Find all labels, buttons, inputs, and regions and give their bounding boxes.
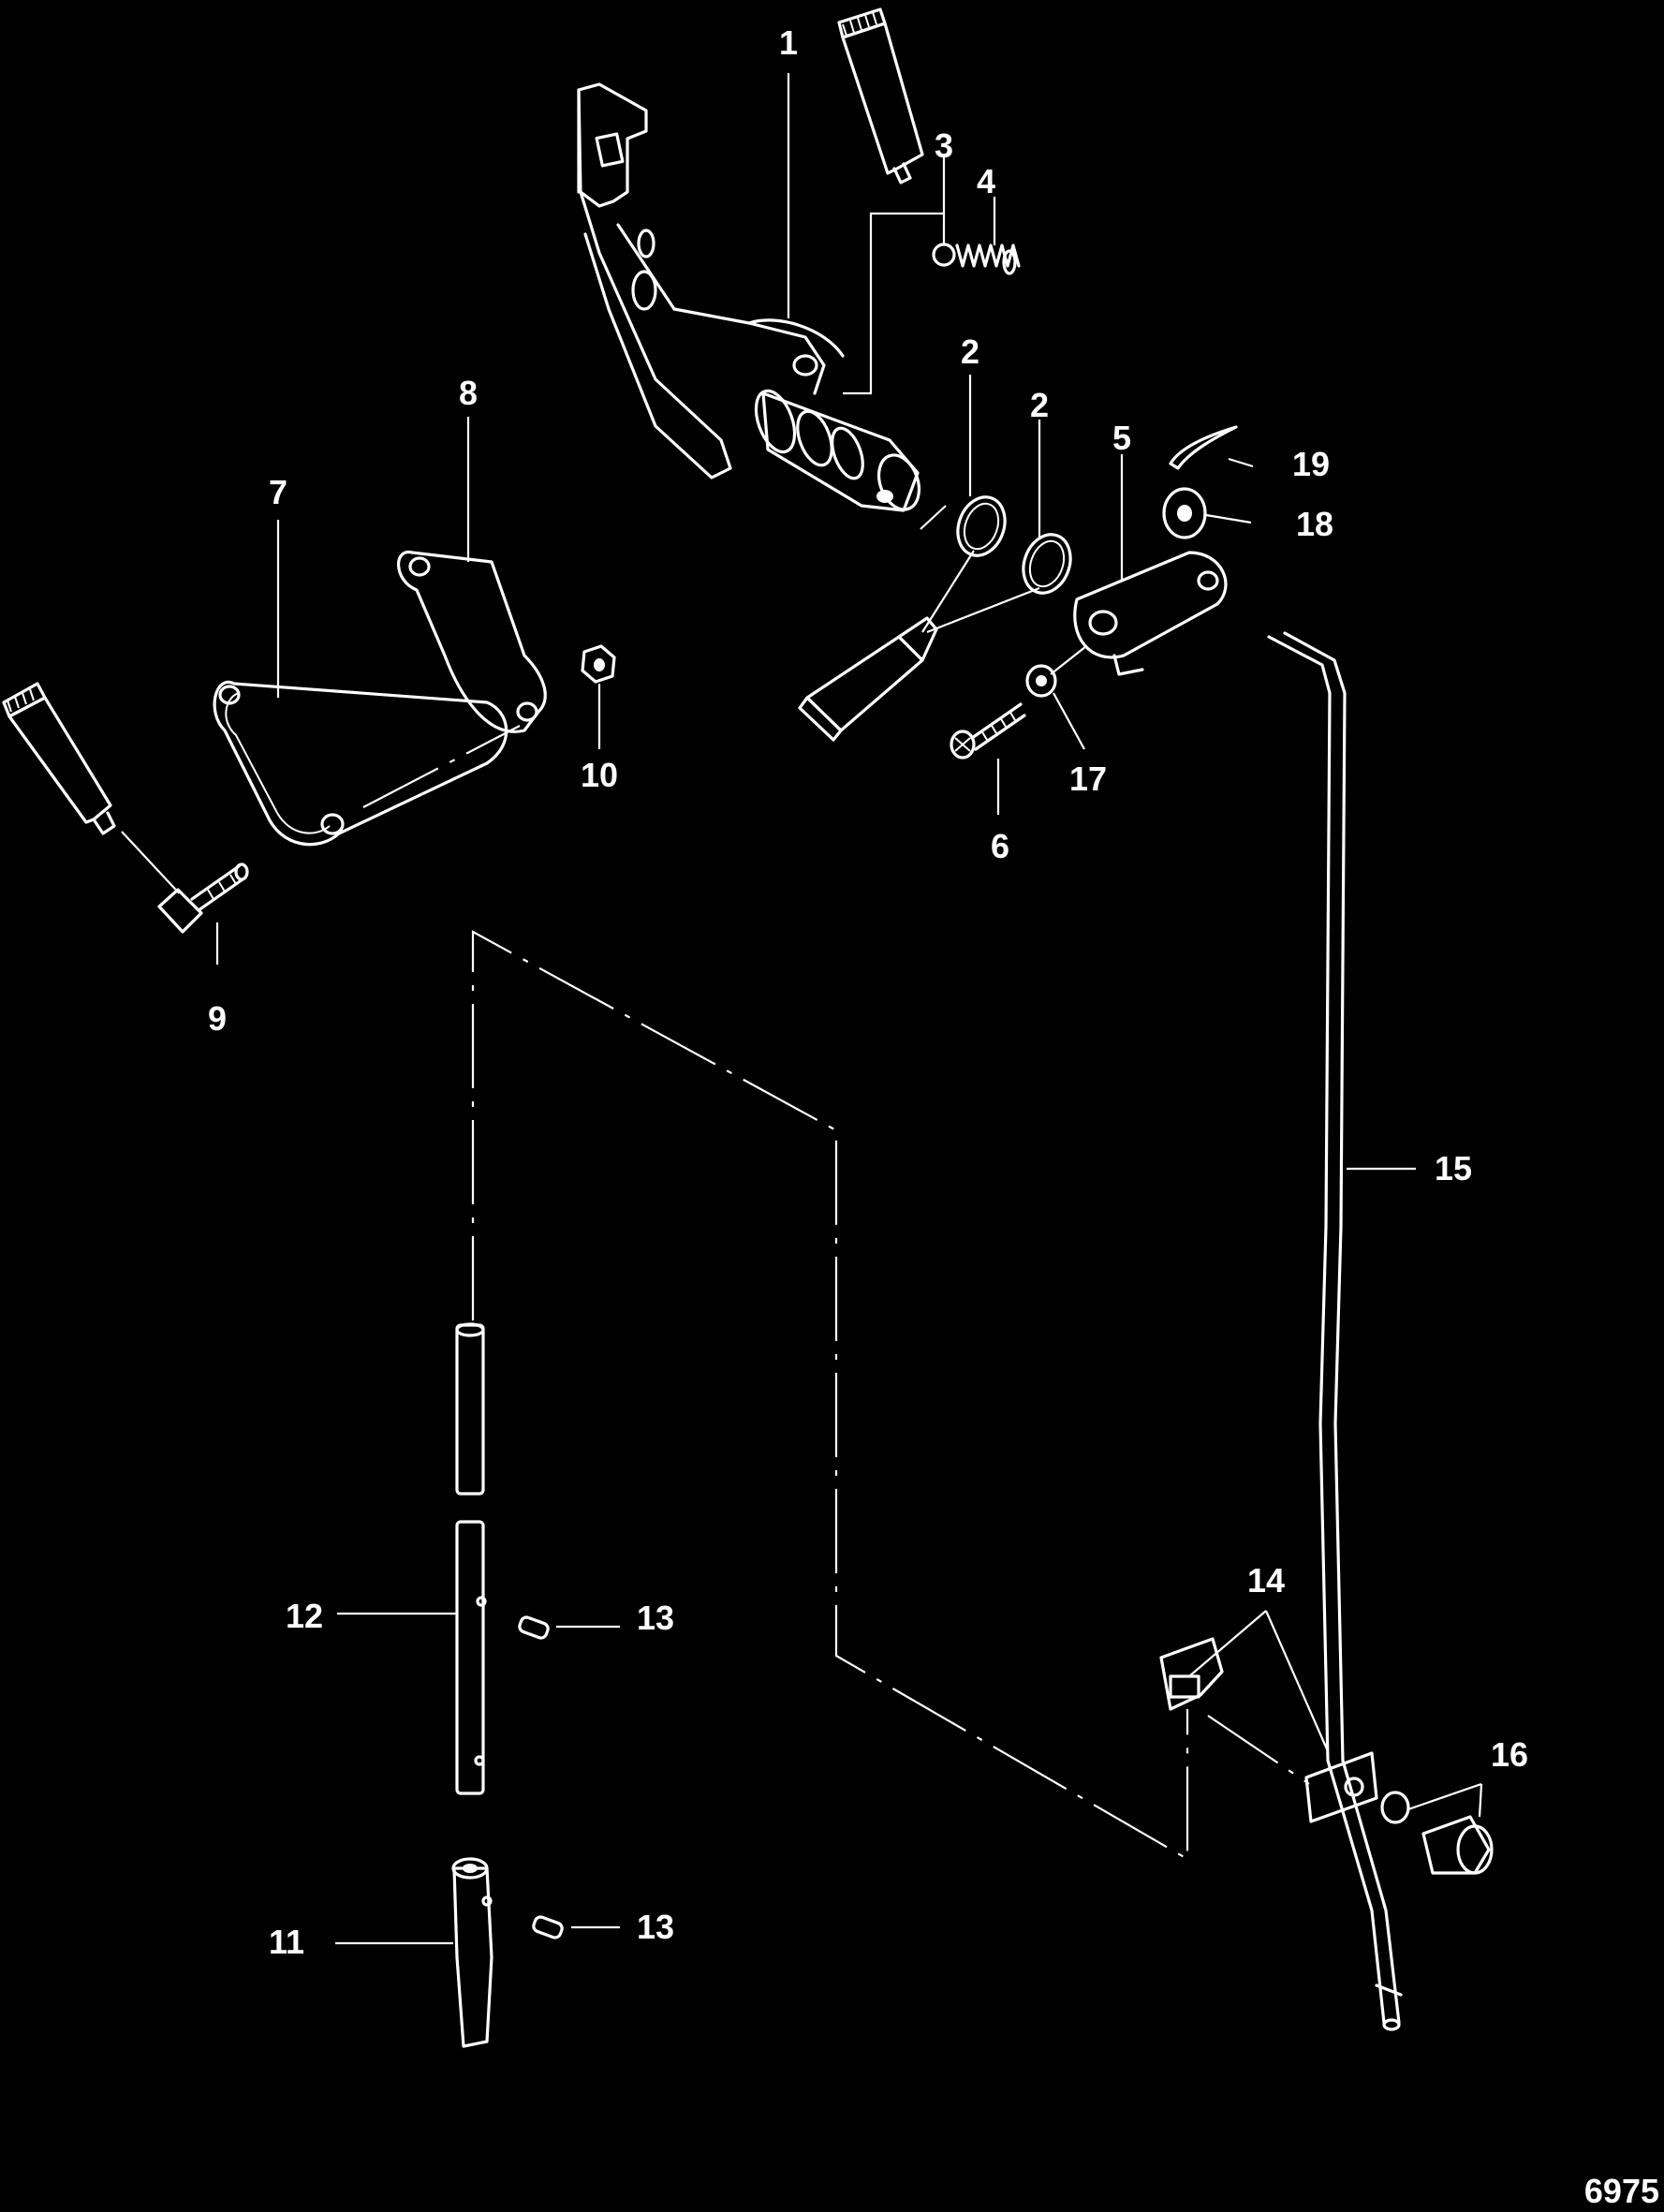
callout-16: 16 (1491, 1735, 1528, 1774)
callout-1: 1 (779, 23, 798, 62)
callout-13b: 13 (637, 1908, 674, 1946)
coupler-part-11 (451, 1857, 493, 2048)
roll-pin-part-13a (518, 1615, 550, 1640)
cap-screw-part-9 (157, 863, 249, 934)
callout-18: 18 (1296, 505, 1333, 543)
sealant-tube-left: 7 (2, 682, 116, 835)
bolt-part-16 (1380, 1791, 1494, 1875)
sealant-tube-middle: 95 (798, 616, 938, 742)
o-ring-part-2b (1022, 533, 1072, 595)
o-ring-part-2a (956, 495, 1007, 557)
cover-plate-part-7 (213, 680, 508, 847)
sealant-tube-top: 95 (837, 7, 924, 184)
shift-lever-part-1 (577, 82, 921, 512)
roll-pin-part-13b (532, 1915, 564, 1939)
callout-12: 12 (286, 1597, 323, 1635)
shift-shaft-part-12 (455, 1322, 487, 1795)
callout-19: 19 (1292, 445, 1330, 483)
screw-part-6 (950, 702, 1026, 759)
figure-number: 6975 (1584, 2172, 1659, 2210)
shift-link-part-5 (1073, 551, 1228, 676)
callout-4: 4 (977, 162, 995, 200)
callout-2b: 2 (1030, 386, 1049, 424)
leader-lines (215, 73, 1483, 1945)
callout-3: 3 (935, 126, 953, 165)
washer-part-18 (1162, 487, 1207, 539)
callout-13a: 13 (637, 1599, 674, 1637)
callout-11: 11 (269, 1923, 304, 1961)
washer-part-17 (1025, 664, 1057, 698)
callout-7: 7 (269, 473, 287, 511)
detent-spring-part-4 (955, 243, 1021, 275)
callout-8: 8 (459, 374, 478, 412)
callout-10: 10 (581, 756, 618, 794)
sealant-tube-top-label: 95 (861, 67, 884, 91)
detent-ball-part-3 (932, 243, 956, 267)
callout-5: 5 (1112, 419, 1131, 457)
gasket-part-8 (397, 551, 547, 733)
callout-14: 14 (1247, 1561, 1285, 1600)
shift-rod-part-15 (1267, 631, 1403, 2031)
callout-numbers: 1 2 2 3 4 5 6 7 8 9 10 11 12 13 13 14 15… (208, 23, 1528, 1961)
callout-9: 9 (208, 999, 227, 1038)
assembly-lines (121, 505, 1310, 1861)
callout-15: 15 (1435, 1149, 1472, 1187)
nut-part-10 (581, 644, 616, 684)
cotter-pin-part-19 (1169, 425, 1238, 470)
callout-2a: 2 (961, 332, 979, 371)
callout-6: 6 (991, 827, 1009, 865)
rod-guide-part-14 (1159, 1637, 1378, 1823)
sealant-tube-left-label: 7 (54, 742, 66, 765)
sealant-tube-middle-label: 95 (854, 674, 876, 698)
callout-17: 17 (1069, 759, 1107, 798)
